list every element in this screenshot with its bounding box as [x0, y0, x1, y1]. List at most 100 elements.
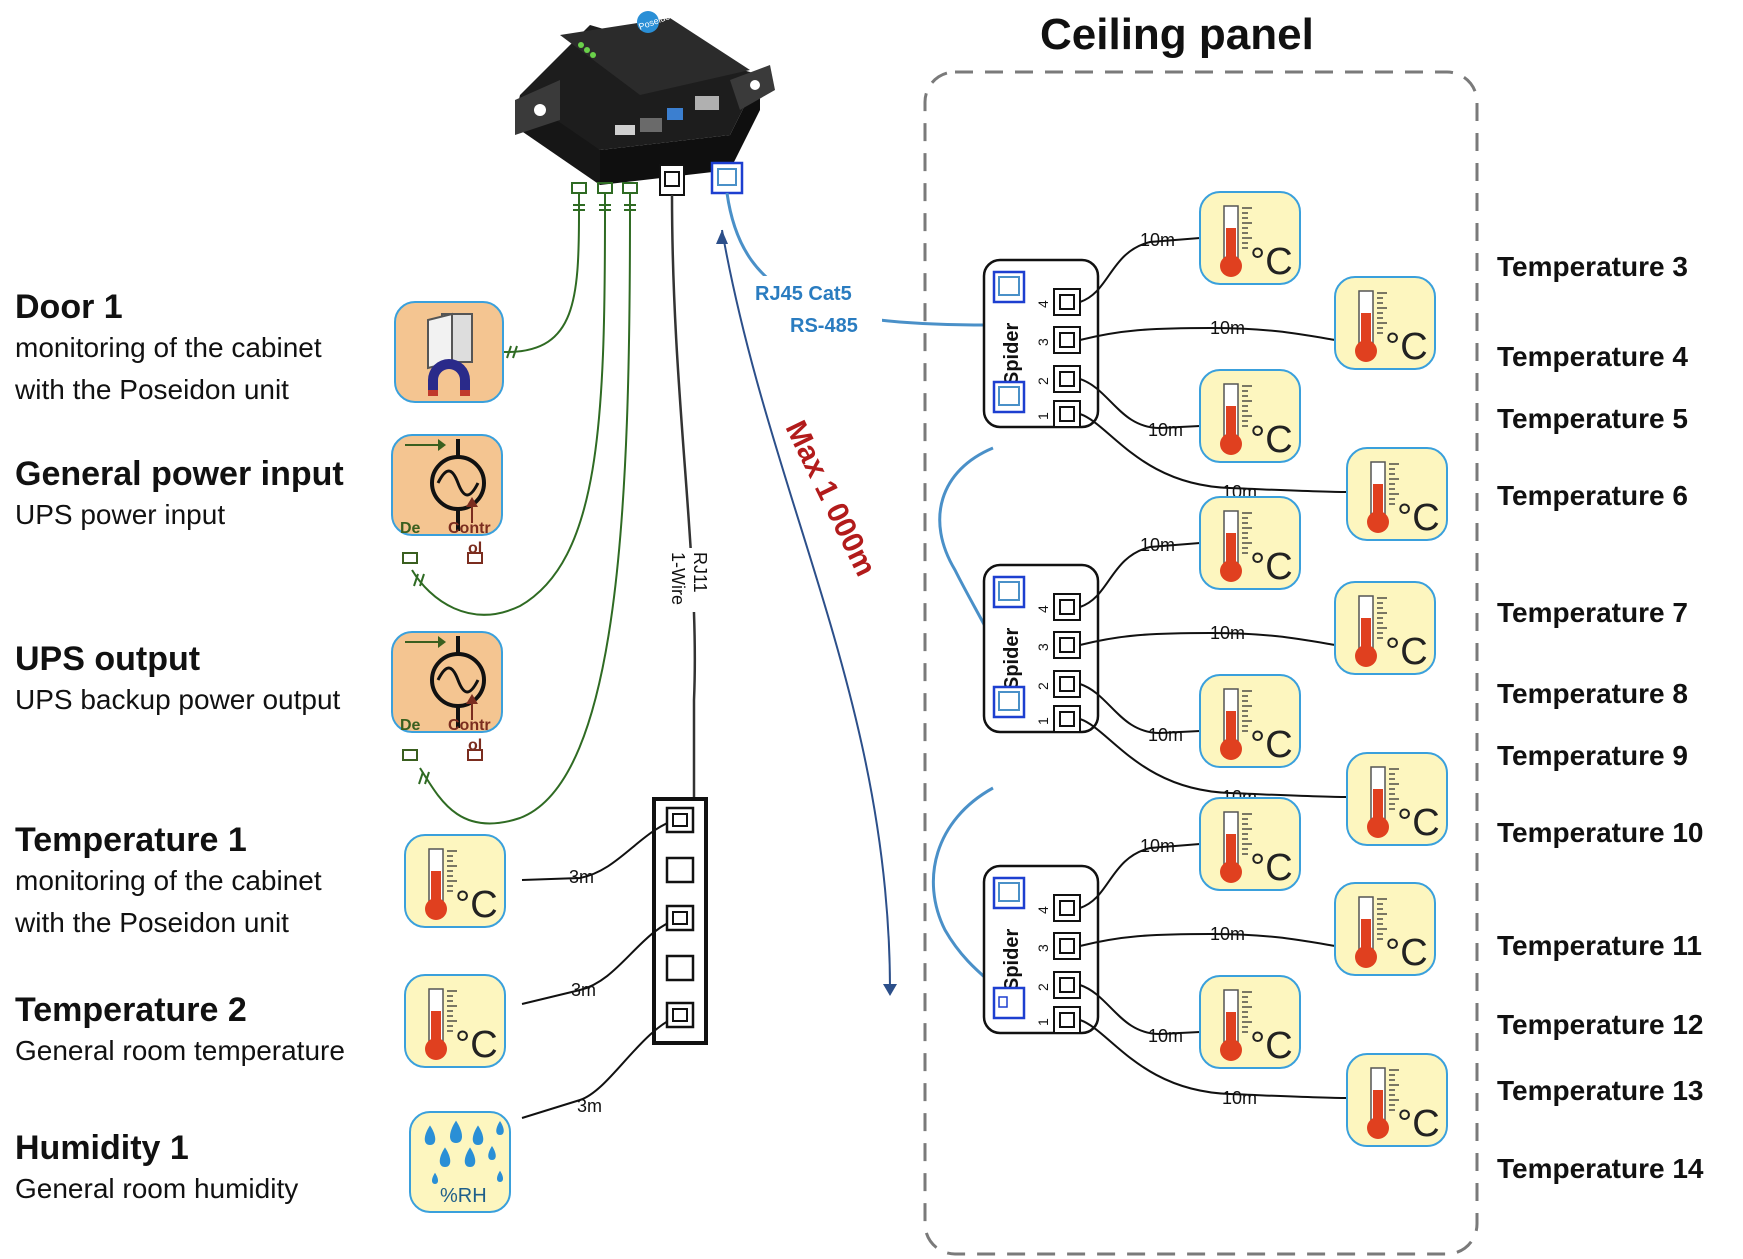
rj45-cat5-label: RJ45 Cat5: [755, 283, 852, 305]
label-title: UPS output: [15, 640, 201, 678]
label-temperature-1: Temperature 1 monitoring of the cabinet …: [15, 820, 322, 944]
spider-sensor-port-inner: [1059, 938, 1075, 954]
terminal-icon-right: [467, 749, 483, 761]
spider-sensor-port: [1053, 971, 1081, 999]
celsius-unit: °C: [1397, 802, 1440, 844]
wire-tick: [506, 345, 512, 359]
thermometer-fill: [1361, 313, 1371, 347]
ceiling-panel-border: [923, 70, 1479, 1256]
cable-length-label: 3m: [577, 1096, 602, 1116]
label-temperature-9: Temperature 9: [1497, 740, 1688, 771]
hub-port: [665, 904, 695, 932]
spider-sensor-port: [1053, 400, 1081, 428]
label-temperature-8: Temperature 8: [1497, 678, 1688, 709]
sensor-tile: [391, 631, 503, 733]
thermometer-bulb: [1220, 255, 1242, 277]
spider-sensor-port: [1053, 365, 1081, 393]
thermometer-bulb: [1367, 1117, 1389, 1139]
spider-sensor-port-inner: [1059, 332, 1075, 348]
label-title: Door 1: [15, 288, 123, 326]
celsius-unit: °C: [1385, 932, 1428, 974]
cable-length-label: 3m: [571, 980, 596, 1000]
rj45-port-icon: [710, 161, 744, 195]
spider-sensor-port: [1053, 670, 1081, 698]
cable-length-label: 10m: [1210, 318, 1245, 338]
hub-port: [665, 954, 695, 982]
terminal-label-left: De: [400, 717, 421, 734]
water-drop: [439, 1147, 451, 1167]
thermometer-bulb: [425, 1038, 447, 1060]
thermometer-fill: [1226, 834, 1236, 868]
label-temperature-7: Temperature 7: [1497, 597, 1688, 628]
cable-length-label: 10m: [1140, 836, 1175, 856]
terminal-label-left: De: [400, 520, 421, 537]
ten-meter-cable: [1079, 631, 1336, 646]
thermometer-bulb: [1355, 946, 1377, 968]
thermometer-fill: [431, 871, 441, 905]
celsius-unit: °C: [1250, 546, 1293, 588]
label-sub-1: monitoring of the cabinet: [15, 865, 322, 896]
label-sub-1: UPS backup power output: [15, 684, 341, 715]
cable-length-label: 10m: [1140, 535, 1175, 555]
wire-tick: [419, 573, 425, 587]
thermometer-fill: [1226, 406, 1236, 440]
celsius-unit: °C: [455, 1024, 498, 1066]
label-temperature-11: Temperature 11: [1497, 930, 1702, 961]
spider-rs485-port-inner: [998, 882, 1020, 902]
spider-port-number: 3: [1035, 643, 1051, 651]
spider-label: Spider: [1001, 323, 1023, 385]
temperature-sensor-icon: °C: [404, 834, 506, 928]
spider-port-number: 2: [1035, 377, 1051, 385]
temperature-sensor-icon: °C: [1334, 276, 1436, 370]
temperature-sensor-icon: °C: [404, 974, 506, 1068]
hub-port: [665, 1001, 695, 1029]
terminal-label-right-2: ol: [468, 737, 482, 754]
label-sub-1: General room temperature: [15, 1035, 345, 1066]
spider-port-number: 3: [1035, 338, 1051, 346]
thermometer-bulb: [1220, 1039, 1242, 1061]
spider-label: Spider: [1001, 929, 1023, 991]
dry-contact-connectors: [571, 182, 638, 212]
magnet-pole: [428, 390, 438, 396]
water-drop: [497, 1170, 503, 1182]
thermometer-fill: [1373, 789, 1383, 823]
thermometer-bulb: [1367, 511, 1389, 533]
spider-port-number: 1: [1035, 1018, 1051, 1026]
ten-meter-cable: [1079, 1019, 1348, 1099]
spider-sensor-port-inner: [1059, 599, 1075, 615]
label-general-power-input: General power input UPS power input: [15, 454, 344, 536]
celsius-unit: °C: [1385, 631, 1428, 673]
spider-rs485-port-inner: [998, 581, 1020, 601]
hub-port: [665, 806, 695, 834]
label-door-1: Door 1 monitoring of the cabinet with th…: [15, 287, 322, 411]
thermometer-fill: [1226, 228, 1236, 262]
spider-sensor-port-inner: [1059, 1012, 1075, 1028]
ten-meter-cable: [1079, 718, 1348, 798]
cable-length-label: 10m: [1140, 230, 1175, 250]
ten-meter-cable: [1079, 984, 1201, 1036]
ceiling-panel-title: Ceiling panel: [1040, 10, 1314, 59]
wire-tick: [512, 345, 518, 359]
spider-sensor-port-inner: [1059, 637, 1075, 653]
onewire-cable: [670, 194, 697, 800]
spider-rs485-port-inner: [998, 996, 1008, 1008]
spider-sensor-port: [1053, 1006, 1081, 1034]
door-sensor-icon: [394, 301, 504, 403]
cable-length-label: 10m: [1148, 420, 1183, 440]
spider-rs485-port-inner: [998, 276, 1020, 296]
cable-length-label: 10m: [1148, 1026, 1183, 1046]
max-distance-arrow-head: [716, 230, 728, 244]
spider-sensor-port-inner: [1059, 371, 1075, 387]
rj11-label-bg: [666, 548, 704, 612]
cable-length-label: 10m: [1210, 924, 1245, 944]
ten-meter-cable: [1079, 843, 1201, 909]
label-sub-2: with the Poseidon unit: [15, 907, 289, 938]
hub-port-inner: [672, 911, 688, 925]
dry-contact-wires: [411, 211, 631, 825]
spider-rs485-port-inner: [998, 691, 1020, 711]
spider-sensor-port: [1053, 593, 1081, 621]
label-ups-output: UPS output UPS backup power output: [15, 639, 340, 721]
